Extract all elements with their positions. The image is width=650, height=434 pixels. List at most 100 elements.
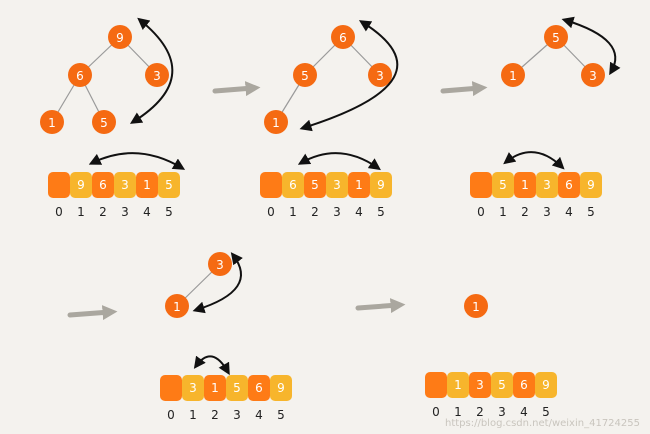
array-index-label: 4 (255, 408, 263, 422)
array-cell (160, 375, 182, 401)
array-index-label: 5 (377, 205, 385, 219)
step-transition-arrow (67, 305, 118, 321)
tree-node: 1 (464, 294, 488, 318)
tree-node-circle (464, 294, 488, 318)
tree-node: 5 (92, 110, 116, 134)
tree-node-label: 5 (552, 31, 560, 45)
array-index-label: 1 (499, 205, 507, 219)
array-index-label: 2 (521, 205, 529, 219)
array-cell (535, 372, 557, 398)
tree-node: 1 (264, 110, 288, 134)
tree-node-label: 3 (153, 69, 161, 83)
array-cell (48, 172, 70, 198)
tree-node-label: 6 (339, 31, 347, 45)
array-index-label: 4 (565, 205, 573, 219)
array-index-label: 1 (454, 405, 462, 419)
array-index-label: 2 (99, 205, 107, 219)
array-cell-label: 3 (121, 178, 129, 192)
array-cell-label: 6 (520, 378, 528, 392)
tree-node: 6 (68, 63, 92, 87)
tree-node-label: 3 (589, 69, 597, 83)
step-transition-arrow (212, 81, 261, 97)
tree-swap-arrow (192, 252, 243, 314)
array-swap-arrow (503, 151, 565, 170)
array-cell (226, 375, 248, 401)
array-cell-label: 5 (233, 381, 241, 395)
array-cell-label: 6 (565, 178, 573, 192)
array-cell-label: 3 (333, 178, 341, 192)
tree-node-circle (68, 63, 92, 87)
tree-node: 5 (544, 25, 568, 49)
array-cell (370, 172, 392, 198)
watermark-text: https://blog.csdn.net/weixin_41724255 (445, 418, 640, 429)
tree-node-label: 3 (216, 258, 224, 272)
array-cell-label: 5 (499, 178, 507, 192)
step-transition-arrow (440, 81, 488, 97)
array-cell-label: 9 (77, 178, 85, 192)
array-index-label: 0 (267, 205, 275, 219)
array-index-label: 0 (432, 405, 440, 419)
tree-node-label: 5 (301, 69, 309, 83)
array-cell-label: 9 (377, 178, 385, 192)
array-cell (580, 172, 602, 198)
array-cell-label: 6 (255, 381, 263, 395)
tree-node: 3 (368, 63, 392, 87)
tree-node-circle (368, 63, 392, 87)
tree-node: 5 (293, 63, 317, 87)
array-index-label: 5 (165, 205, 173, 219)
array-cell-label: 5 (498, 378, 506, 392)
array-cell (492, 172, 514, 198)
array-index-label: 0 (167, 408, 175, 422)
array-cell-label: 1 (355, 178, 363, 192)
array-index-label: 2 (476, 405, 484, 419)
tree-swap-arrow (129, 17, 174, 124)
array-cell-label: 9 (542, 378, 550, 392)
array-cell (248, 375, 270, 401)
array-cell (348, 172, 370, 198)
array-cell (469, 372, 491, 398)
array-cell (425, 372, 447, 398)
array-cell (513, 372, 535, 398)
tree-node-label: 1 (509, 69, 517, 83)
tree-node-label: 1 (272, 116, 280, 130)
array-index-label: 1 (289, 205, 297, 219)
array-cell-label: 6 (289, 178, 297, 192)
step-transition-arrow (355, 298, 406, 314)
array-index-label: 1 (77, 205, 85, 219)
array-index-label: 2 (311, 205, 319, 219)
tree-node-label: 1 (48, 116, 56, 130)
tree-node: 1 (165, 294, 189, 318)
array-index-label: 2 (211, 408, 219, 422)
array-cell-label: 9 (277, 381, 285, 395)
array-index-label: 5 (277, 408, 285, 422)
array-swap-arrow (193, 355, 230, 376)
tree-node-label: 6 (76, 69, 84, 83)
array-cell-label: 5 (165, 178, 173, 192)
array-cell (270, 375, 292, 401)
array-cell-label: 1 (143, 178, 151, 192)
tree-node-circle (108, 25, 132, 49)
array-cell (158, 172, 180, 198)
array-index-label: 4 (355, 205, 363, 219)
array-cell (558, 172, 580, 198)
array-cell-label: 5 (311, 178, 319, 192)
array-cell (491, 372, 513, 398)
array-cell-label: 1 (454, 378, 462, 392)
tree-node: 3 (145, 63, 169, 87)
tree-node-circle (92, 110, 116, 134)
array-cell (326, 172, 348, 198)
tree-node-label: 3 (376, 69, 384, 83)
array-swap-arrow (88, 152, 186, 170)
array-cell-label: 1 (211, 381, 219, 395)
tree-node-label: 1 (472, 300, 480, 314)
